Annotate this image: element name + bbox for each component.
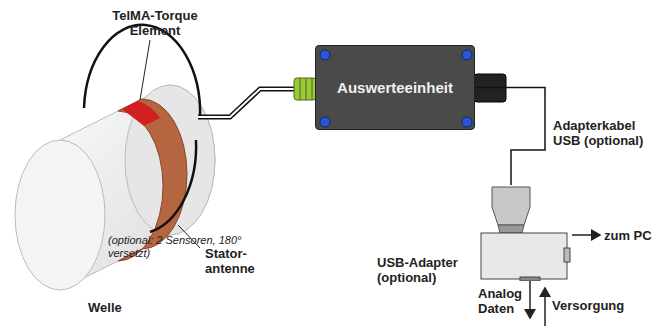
- leader-line: [140, 40, 150, 100]
- cable-gland: [294, 78, 316, 100]
- part-label: Stator- antenne: [205, 246, 265, 276]
- part-label: Versorgung: [552, 298, 642, 313]
- shaft-face: [15, 140, 105, 290]
- usb-adapter-drawing: [478, 185, 572, 281]
- adapter-cable: [475, 88, 545, 186]
- supply-arrow: [544, 288, 546, 326]
- data-arrow: [529, 281, 531, 318]
- torque-element: [122, 101, 160, 126]
- sensor-cable-core: [198, 89, 296, 117]
- usb-adapter: USB-Adapter (optional): [478, 185, 572, 281]
- part-label: Analog Daten: [478, 286, 528, 316]
- stator-antenna-lower: [150, 140, 196, 232]
- cable-label: Adapterkabel USB (optional): [553, 118, 648, 148]
- part-label: TelMA-Torque Element: [90, 8, 220, 38]
- evaluation-unit: Auswerteeinheit: [315, 45, 475, 130]
- part-label: Welle: [88, 300, 148, 315]
- part-label: zum PC: [604, 228, 654, 243]
- adapter-label: USB-Adapter (optional): [377, 255, 472, 285]
- unit-title: Auswerteeinheit: [337, 79, 453, 96]
- pc-arrow: [572, 234, 600, 236]
- stator-antenna: [84, 25, 200, 118]
- sensor-cable: [198, 89, 296, 117]
